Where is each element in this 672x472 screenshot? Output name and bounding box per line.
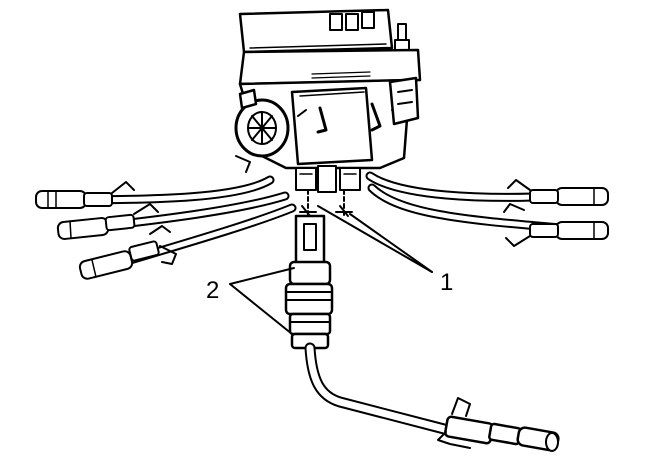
left-boot-1	[35, 181, 135, 209]
callout-leaders	[229, 205, 433, 335]
callout-1: 1	[440, 269, 453, 296]
distributor-cap	[238, 8, 422, 193]
distributor-gear	[234, 88, 290, 173]
coil-lead	[304, 342, 454, 436]
left-boot-3	[78, 225, 177, 280]
left-boot-2	[56, 203, 159, 240]
coil-wire-boot	[284, 214, 334, 350]
coil-wire-terminals	[299, 189, 353, 219]
right-boot-2	[503, 203, 609, 247]
callout-2: 2	[206, 277, 219, 304]
distributor-bracket	[388, 76, 420, 126]
right-boot-1	[507, 179, 609, 206]
coil-lead-boot	[437, 397, 560, 452]
